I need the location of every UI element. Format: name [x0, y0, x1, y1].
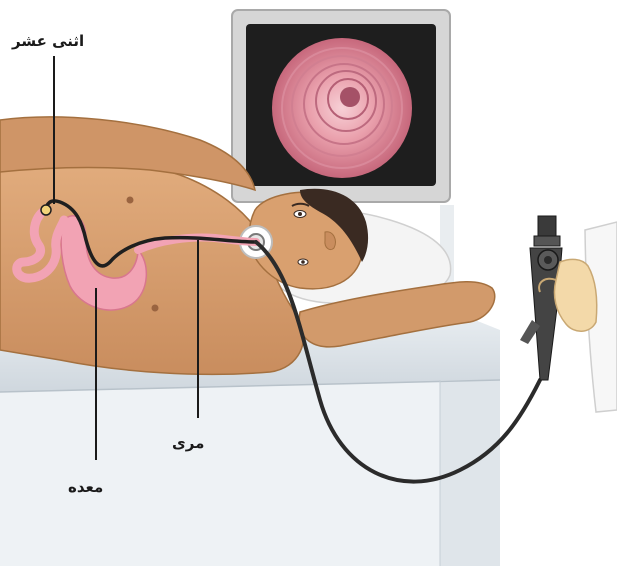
esophagus-lumen-view — [272, 38, 412, 178]
monitor-icon — [232, 10, 450, 202]
esophagus-label: مری — [172, 436, 204, 451]
duodenum-label: اثنی عشر — [12, 34, 84, 49]
stomach-label: معده — [68, 480, 103, 495]
